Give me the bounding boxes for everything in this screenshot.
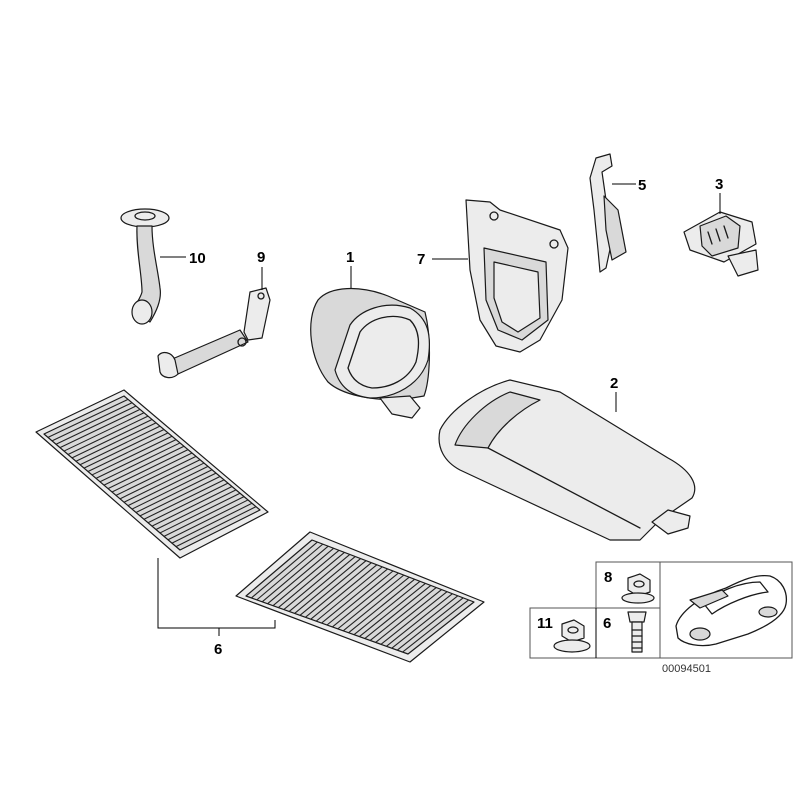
filter-pleat [305, 562, 372, 618]
part-10-air-pipe [120, 208, 170, 325]
callout-8: 8 [604, 569, 612, 586]
callout-1: 1 [346, 249, 354, 266]
filter-pleat [380, 591, 448, 645]
part-6-cabin-filter-small [235, 531, 485, 663]
callout-3: 3 [715, 176, 723, 193]
filter-pleat [272, 549, 340, 607]
filter-pleat [123, 462, 205, 503]
filter-pleat [326, 570, 394, 626]
filter-pleat [167, 499, 249, 541]
filter-pleat [283, 554, 351, 610]
filter-pleat [386, 593, 453, 647]
callout-7: 7 [417, 251, 425, 268]
filter-pleat [364, 585, 432, 639]
filter-pleat [67, 415, 149, 455]
filter-pleat [251, 541, 318, 599]
filter-pleat [95, 439, 177, 479]
filter-pleat [396, 597, 464, 651]
callout-6-filters: 6 [214, 641, 222, 658]
filter-pleat [99, 442, 181, 483]
filter-pleat [75, 422, 157, 462]
part-7-mounting-frame [465, 199, 569, 353]
callout-2: 2 [610, 375, 618, 392]
filter-pleat [359, 582, 426, 638]
nut-8-icon [621, 573, 655, 604]
bolt-6-icon [627, 611, 647, 653]
callout-5: 5 [638, 177, 646, 194]
filter-pleat [310, 564, 378, 620]
filter-pleat [267, 547, 334, 605]
filter-pleat [63, 412, 145, 452]
filter-pleat [342, 576, 410, 632]
filter-pleat [261, 545, 329, 603]
filter-pleat [147, 482, 229, 524]
callout-9: 9 [257, 249, 265, 266]
filter-pleat [332, 572, 399, 628]
filter-pleat [348, 578, 415, 634]
filter-pleat [127, 465, 209, 507]
filter-pleat [288, 556, 356, 612]
callout-11: 11 [537, 615, 553, 632]
filter-pleat [391, 595, 459, 649]
nut-11-icon [553, 619, 591, 653]
filter-pleat [337, 574, 405, 630]
filter-pleat [353, 580, 421, 636]
filter-pleat [79, 425, 161, 466]
part-2-filter-housing [438, 379, 696, 541]
filter-pleat [107, 449, 189, 490]
filter-pleat [119, 459, 201, 500]
filter-pleat [159, 492, 241, 534]
filter-pleat [321, 568, 388, 624]
part-5-clip [589, 153, 627, 273]
callout-10: 10 [189, 250, 206, 267]
filter-pleat [315, 566, 383, 622]
filter-pleat [175, 506, 257, 548]
filter-pleat [256, 543, 324, 601]
filter-pleat [83, 429, 165, 469]
filter-pleat [131, 469, 213, 510]
filter-pleat [103, 445, 185, 486]
filter-pleat [375, 589, 442, 643]
filter-pleat [135, 472, 217, 513]
filter-pleat [111, 452, 193, 493]
part-6-cabin-filter-large [35, 389, 269, 559]
filter-pleat [143, 479, 225, 520]
car-icon [675, 574, 788, 647]
filter-pleat [71, 418, 153, 459]
filter-pleat [171, 502, 253, 544]
part-9-bracket-rod [157, 287, 271, 379]
part-1-air-duct [310, 287, 431, 419]
filter-pleat [369, 587, 437, 641]
filter-pleat [299, 560, 367, 616]
filter-pleat [115, 455, 197, 496]
part-3-connector [683, 211, 759, 277]
callout-6-bolt: 6 [603, 615, 611, 632]
filter-pleat [47, 398, 129, 438]
filter-pleat [51, 402, 133, 442]
filter-pleat [87, 432, 169, 473]
filter-pleat [294, 558, 361, 614]
filter-pleat [402, 599, 469, 653]
drawing-code: 00094501 [662, 663, 711, 675]
filter-pleat [163, 496, 245, 537]
filter-pleat [55, 405, 137, 445]
hardware-inset: 8 11 6 [529, 561, 793, 659]
filter-pleat [91, 435, 173, 476]
filter-pleat [278, 551, 345, 609]
filter-pleat [59, 408, 141, 449]
filter-pleat [155, 489, 237, 531]
filter-pleat [151, 486, 233, 527]
filter-pleat [139, 475, 221, 517]
